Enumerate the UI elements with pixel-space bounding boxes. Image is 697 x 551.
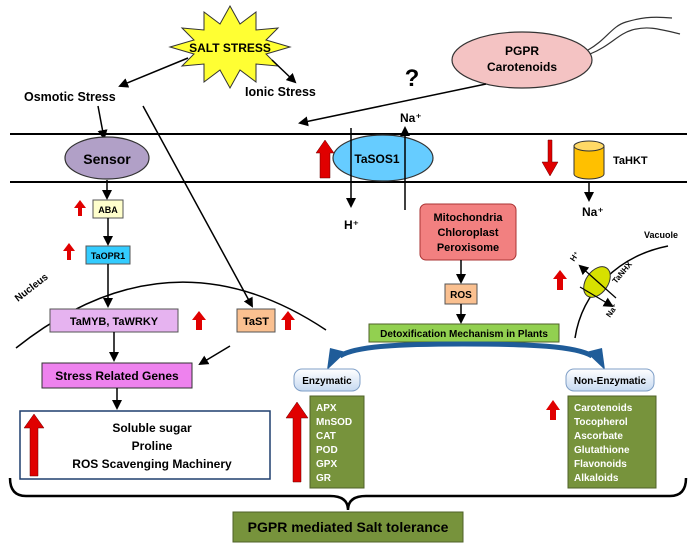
tolerance-label: PGPR mediated Salt tolerance <box>248 519 449 535</box>
arrow-nhx-na <box>579 286 614 308</box>
enzyme-mnsod: MnSOD <box>316 417 352 428</box>
tahkt-down-arrow <box>541 139 559 177</box>
tast-label: TaST <box>243 316 269 328</box>
ionic-stress-label: Ionic Stress <box>245 85 316 99</box>
non-enzymatic-label: Non-Enzymatic <box>574 376 647 387</box>
arrow-star-to-osmotic <box>118 57 189 88</box>
aba-up-arrow <box>74 200 86 216</box>
tasos1-ellipse <box>332 134 434 182</box>
arrow-pgpr-to-membrane <box>298 83 487 127</box>
tolerance-box <box>232 511 464 543</box>
non-enzyme-ascorbate: Ascorbate <box>574 431 623 442</box>
tahkt-cylinder-top <box>573 140 605 152</box>
blue-arrowhead-left <box>327 348 346 370</box>
response-proline: Proline <box>132 439 173 453</box>
response-soluble-sugar: Soluble sugar <box>112 421 192 435</box>
response-up-arrow <box>23 413 45 477</box>
organelles-box <box>419 203 517 261</box>
tahkt-label: TaHKT <box>613 155 648 167</box>
salt-stress-star <box>168 4 292 90</box>
stress-genes-label: Stress Related Genes <box>55 369 179 383</box>
non-enzyme-tocopherol: Tocopherol <box>574 417 628 428</box>
arrow-nhx-h <box>578 264 617 299</box>
non-enzymes-box <box>567 395 657 489</box>
carotenoids-label: Carotenoids <box>487 60 557 74</box>
enzymatic-pill <box>293 368 361 392</box>
tasos1-up-arrow <box>315 139 335 179</box>
arrow-tast-to-genes <box>198 345 231 366</box>
non-enzyme-carotenoids: Carotenoids <box>574 403 633 414</box>
tahkt-cylinder <box>573 145 605 180</box>
sensor-ellipse <box>64 136 150 180</box>
arrow-osmotic-to-tast <box>142 105 253 308</box>
na-sos1-label: Na⁺ <box>400 111 422 125</box>
non-enzymatic-pill <box>565 368 655 392</box>
arrow-osmotic-to-sensor <box>97 105 108 140</box>
tanhx-ellipse <box>583 266 611 298</box>
response-ros-scavenging: ROS Scavenging Machinery <box>72 457 232 471</box>
blue-arrowhead-right <box>586 348 605 370</box>
nucleus-label: Nucleus <box>13 271 51 304</box>
enzymes-list: APX MnSOD CAT POD GPX GR <box>316 403 352 484</box>
non-enzyme-alkaloids: Alkaloids <box>574 473 619 484</box>
organelle-peroxisome: Peroxisome <box>437 242 499 254</box>
enzymes-up-arrow <box>285 401 309 483</box>
tast-up-arrow <box>281 311 295 330</box>
organelle-mitochondria: Mitochondria <box>433 212 503 224</box>
organelle-chloroplast: Chloroplast <box>437 227 498 239</box>
sensor-label: Sensor <box>83 151 131 167</box>
osmotic-stress-label: Osmotic Stress <box>24 90 116 104</box>
enzyme-pod: POD <box>316 445 338 456</box>
blue-arrow-right <box>462 341 594 359</box>
vacuole-label: Vacuole <box>644 230 678 240</box>
non-enzyme-glutathione: Glutathione <box>574 445 630 456</box>
tamyb-label: TaMYB, TaWRKY <box>70 316 159 328</box>
tast-box <box>236 308 276 333</box>
tamyb-up-arrow <box>192 311 206 330</box>
enzyme-gpx: GPX <box>316 459 337 470</box>
na-hkt-label: Na⁺ <box>582 205 604 219</box>
h-sos1-label: H⁺ <box>344 218 359 232</box>
enzyme-cat: CAT <box>316 431 336 442</box>
non-enzymes-up-arrow <box>546 400 560 420</box>
tanhx-label: TaNHX <box>611 259 635 285</box>
question-mark: ? <box>405 65 420 92</box>
ros-label: ROS <box>450 290 472 301</box>
bottom-brace <box>8 477 688 511</box>
nhx-h-label: H⁺ <box>568 250 581 263</box>
tasos1-label: TaSOS1 <box>354 152 399 166</box>
detox-label: Detoxification Mechanism in Plants <box>380 329 548 340</box>
enzymatic-label: Enzymatic <box>302 376 352 387</box>
taopr1-label: TaOPR1 <box>91 251 125 261</box>
arrow-star-to-ionic <box>271 59 297 84</box>
stress-genes-box <box>41 362 193 389</box>
pgpr-flagellum-2 <box>589 27 681 55</box>
nhx-na-label: Na⁺ <box>604 302 620 319</box>
tanhx-up-arrow <box>553 270 567 290</box>
non-enzyme-flavonoids: Flavonoids <box>574 459 627 470</box>
non-enzymes-list: Carotenoids Tocopherol Ascorbate Glutath… <box>574 403 633 484</box>
pgpr-label: PGPR <box>505 44 539 58</box>
taopr1-up-arrow <box>63 243 75 260</box>
pgpr-ellipse <box>451 31 593 89</box>
enzymes-box <box>309 395 365 489</box>
pgpr-flagellum <box>587 16 673 51</box>
response-box <box>19 410 271 480</box>
blue-arrow-left <box>338 341 464 359</box>
aba-label: ABA <box>98 205 118 215</box>
enzyme-apx: APX <box>316 403 337 414</box>
enzyme-gr: GR <box>316 473 332 484</box>
salt-stress-label: SALT STRESS <box>189 41 271 55</box>
